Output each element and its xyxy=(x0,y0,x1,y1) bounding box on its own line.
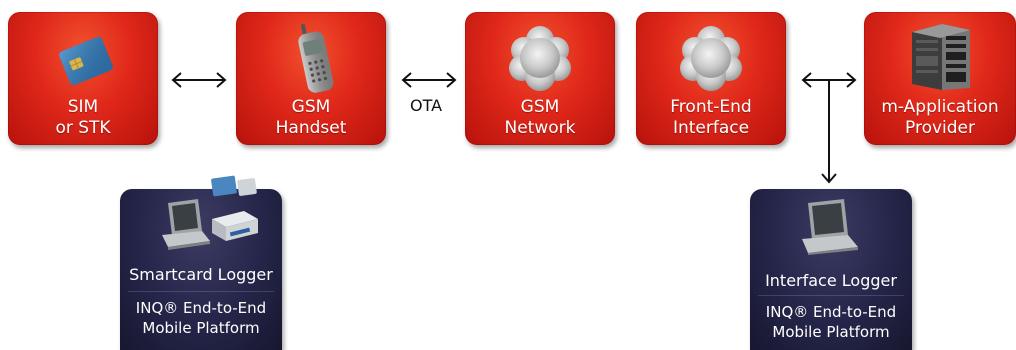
handset-label-line1: GSM xyxy=(291,97,331,117)
handset-label-line2: Handset xyxy=(275,118,347,138)
smartcard-platform-line1: INQ® End-to-End xyxy=(135,299,267,317)
interface-platform-line2: Mobile Platform xyxy=(772,323,890,341)
interface-logger-box: Interface Logger INQ® End-to-End Mobile … xyxy=(750,189,912,350)
smartcard-platform-line2: Mobile Platform xyxy=(142,319,260,337)
sim-label-line2: or STK xyxy=(55,118,111,138)
frontend-label-line1: Front-End xyxy=(670,97,752,117)
sim-or-stk-box: SIM or STK xyxy=(8,12,158,145)
bidirectional-arrow-handset-network xyxy=(401,72,457,88)
cloud-icon xyxy=(680,26,742,91)
m-application-provider-box: m-Application Provider xyxy=(864,12,1016,145)
smartcard-logger-title: Smartcard Logger xyxy=(129,265,273,284)
bidirectional-arrow-sim-handset xyxy=(171,72,227,88)
mobile-phone-icon xyxy=(298,23,334,93)
frontend-label-line2: Interface xyxy=(672,118,750,138)
sim-card-icon xyxy=(59,36,113,86)
interface-platform-line1: INQ® End-to-End xyxy=(765,303,897,321)
ota-label: OTA xyxy=(410,96,443,115)
server-rack-icon xyxy=(912,24,970,90)
cloud-icon xyxy=(509,26,571,91)
interface-logger-title: Interface Logger xyxy=(765,271,897,290)
network-label-line2: Network xyxy=(504,118,576,138)
laptop-with-card-reader-icon xyxy=(162,175,258,250)
network-label-line1: GSM xyxy=(520,97,560,117)
divider xyxy=(128,291,274,292)
provider-label-line2: Provider xyxy=(905,118,975,138)
gsm-network-box: GSM Network xyxy=(465,12,615,145)
smartcard-logger-box: Smartcard Logger INQ® End-to-End Mobile … xyxy=(120,175,282,350)
bidirectional-arrow-frontend-provider-with-down-branch xyxy=(801,72,857,184)
front-end-interface-box: Front-End Interface xyxy=(636,12,786,145)
gsm-handset-box: GSM Handset xyxy=(236,12,386,145)
provider-label-line1: m-Application xyxy=(881,97,999,117)
divider xyxy=(758,295,904,296)
laptop-icon xyxy=(802,199,858,255)
sim-label-line1: SIM xyxy=(67,97,99,117)
